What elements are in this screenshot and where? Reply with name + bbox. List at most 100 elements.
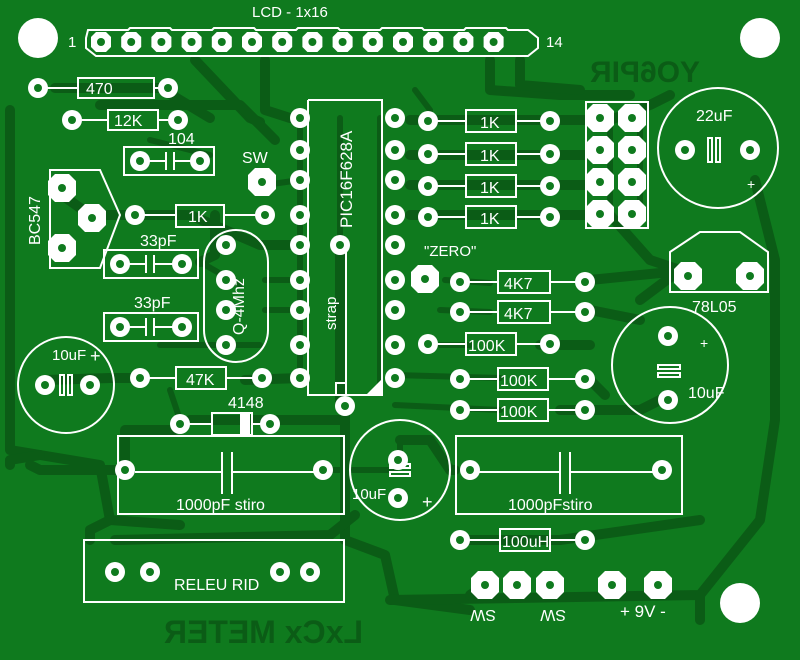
label-c33pf-b: 33pF <box>134 295 171 312</box>
pad-hole <box>546 213 554 221</box>
pad-hole <box>296 176 304 184</box>
pad-hole <box>456 308 464 316</box>
label-r47k: 47K <box>186 372 215 389</box>
pad-hole <box>581 375 589 383</box>
label-r470: 470 <box>86 81 113 98</box>
pad-hole <box>489 38 498 46</box>
pad-hole <box>296 374 304 382</box>
pad-hole <box>296 211 304 219</box>
pad-hole <box>608 581 616 589</box>
mirror-text-top: YO6PIR <box>590 56 700 89</box>
pad-hole <box>336 241 344 249</box>
pad-hole <box>261 211 269 219</box>
pad-hole <box>58 244 66 252</box>
mounting-hole-bottom-right <box>720 583 760 623</box>
label-relay: RELEU RID <box>174 577 259 594</box>
pad-hole <box>546 150 554 158</box>
label-plus-22uf: + <box>747 176 755 192</box>
label-inductor: 100uH <box>502 534 549 551</box>
label-lcd: LCD - 1x16 <box>252 4 328 21</box>
pad-hole <box>581 308 589 316</box>
pad-hole <box>306 568 314 576</box>
regulator-78l05-outline <box>669 231 769 293</box>
pad-hole <box>391 276 399 284</box>
pad-hole <box>41 381 49 389</box>
diode-cathode-band <box>240 413 250 435</box>
pad-hole <box>394 456 402 464</box>
pad-hole <box>88 214 96 222</box>
label-r100k-c: 100K <box>500 404 538 421</box>
pad-hole <box>222 241 230 249</box>
pad-hole <box>296 114 304 122</box>
pad-hole <box>391 241 399 249</box>
pad-hole <box>34 84 42 92</box>
pad-hole <box>111 568 119 576</box>
cap-10uf-right-outline <box>611 306 729 424</box>
pad-hole <box>258 178 266 186</box>
label-r1k-2: 1K <box>480 148 500 165</box>
cap-33pf-a-body <box>103 249 199 279</box>
label-zero: "ZERO" <box>424 243 476 260</box>
pad-hole <box>86 381 94 389</box>
pad-hole <box>421 275 429 283</box>
pad-hole <box>424 117 432 125</box>
pad-hole <box>136 157 144 165</box>
label-r100k-a: 100K <box>468 338 506 355</box>
pad-hole <box>684 272 692 280</box>
header-2x4-outline <box>585 101 649 229</box>
label-c104: 104 <box>168 131 195 148</box>
lcd-header <box>85 27 539 57</box>
label-pin-14: 14 <box>546 34 563 51</box>
pad-hole <box>196 157 204 165</box>
pad-hole <box>276 568 284 576</box>
pad-hole <box>466 466 474 474</box>
pad-hole <box>222 341 230 349</box>
pad-hole <box>391 306 399 314</box>
pad-hole <box>308 38 317 46</box>
pad-hole <box>248 38 256 46</box>
pad-hole <box>391 341 399 349</box>
pad-hole <box>628 178 636 186</box>
pad-hole <box>338 38 347 46</box>
pad-hole <box>222 276 230 284</box>
label-r4k7-a: 4K7 <box>504 276 533 293</box>
pad-hole <box>391 211 399 219</box>
pad-hole <box>121 466 129 474</box>
pad-hole <box>68 116 76 124</box>
pad-hole <box>424 213 432 221</box>
pad-hole <box>97 38 105 46</box>
label-r1k-1: 1K <box>480 115 500 132</box>
label-strap: strap <box>323 297 340 330</box>
label-pin-1: 1 <box>68 34 76 51</box>
mirror-text-bottom: LxCx METER <box>164 614 363 650</box>
cap-22uf-outline <box>657 87 779 209</box>
pad-hole <box>581 278 589 286</box>
pad-hole <box>456 375 464 383</box>
pad-hole <box>391 176 399 184</box>
label-c22uf: 22uF <box>696 108 733 125</box>
mirrored-copper-text: YO6PIR LxCx METER <box>164 56 700 650</box>
pad-hole <box>178 260 186 268</box>
label-sw-left: SW <box>242 150 269 167</box>
pad-hole <box>266 420 274 428</box>
pad-hole <box>174 116 182 124</box>
pad-hole <box>187 38 196 46</box>
pad-hole <box>391 374 399 382</box>
pad-hole <box>424 182 432 190</box>
pad-hole <box>664 396 672 404</box>
pads <box>28 32 764 599</box>
label-c10uf-center: 10uF <box>352 486 386 503</box>
pad-hole <box>746 272 754 280</box>
label-r100k-b: 100K <box>500 373 538 390</box>
cap-33pf-b-body <box>103 312 199 342</box>
label-power: + 9V - <box>620 602 666 621</box>
label-r4k7-b: 4K7 <box>504 306 533 323</box>
pad-hole <box>513 581 521 589</box>
cap-10uf-center-outline <box>349 419 451 521</box>
pad-hole <box>178 323 186 331</box>
pad-hole <box>424 340 432 348</box>
pad-hole <box>596 178 604 186</box>
pad-hole <box>456 278 464 286</box>
